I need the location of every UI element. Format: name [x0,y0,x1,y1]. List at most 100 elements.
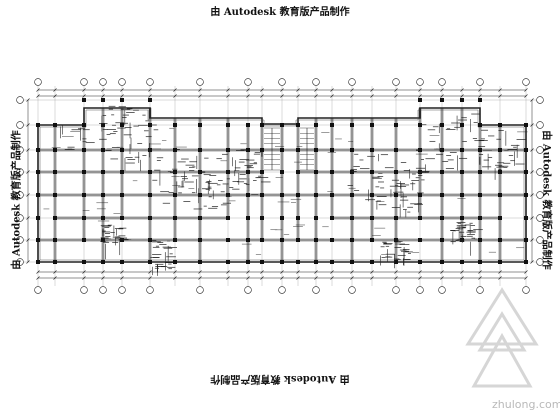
column [246,216,250,220]
dimension-tick [478,88,482,92]
dimension-tick [314,276,318,280]
column [82,216,86,220]
column [440,98,444,102]
dimension-tick [460,88,464,92]
dimension-tick [53,276,57,280]
column [524,216,528,220]
dimension-tick [280,276,284,280]
column [198,216,202,220]
column [82,238,86,242]
column [260,238,264,242]
dimension-tick [101,94,105,98]
dimension-tick [26,170,30,174]
rebar-annotations [43,105,528,276]
dimension-tick [82,94,86,98]
axis-bubble [416,286,424,294]
dimension-tick [370,276,374,280]
column [478,170,482,174]
dimension-tick [478,270,482,274]
column [246,238,250,242]
dimension-tick [280,270,284,274]
zhulong-logo-icon [462,286,542,400]
axis-bubble [312,78,320,86]
column [524,148,528,152]
dimension-tick [226,94,230,98]
axis-bubble [416,78,424,86]
column [524,238,528,242]
column [36,193,40,197]
dimension-tick [53,94,57,98]
column [280,238,284,242]
column [440,260,444,264]
dimension-tick [440,276,444,280]
dimension-tick [246,94,250,98]
column [478,123,482,127]
column [101,98,105,102]
column [101,238,105,242]
dimension-tick [101,88,105,92]
dimension-tick [173,88,177,92]
column [498,170,502,174]
column [498,193,502,197]
column [460,170,464,174]
dimension-tick [330,88,334,92]
dimension-tick [370,94,374,98]
column [370,148,374,152]
column [498,260,502,264]
column [280,123,284,127]
column [82,98,86,102]
column [53,216,57,220]
axis-bubble [278,78,286,86]
axis-bubble [348,78,356,86]
column [394,260,398,264]
column [101,170,105,174]
column [246,193,250,197]
column [418,193,422,197]
column [330,238,334,242]
column [478,98,482,102]
axis-bubble [536,236,544,244]
column [226,148,230,152]
axis-bubble [146,286,154,294]
axis-bubble [16,96,24,104]
column [120,216,124,220]
dimension-tick [314,270,318,274]
dimension-tick [246,270,250,274]
column [148,238,152,242]
column [53,170,57,174]
column [82,170,86,174]
column [82,148,86,152]
axis-bubble [476,286,484,294]
dimension-tick [498,94,502,98]
axis-bubble [196,286,204,294]
column [82,260,86,264]
axis-bubble [99,286,107,294]
axis-bubble [196,78,204,86]
axis-bubble [146,78,154,86]
dimension-tick [101,270,105,274]
column [148,193,152,197]
column [82,193,86,197]
column [36,260,40,264]
column [53,238,57,242]
column [440,148,444,152]
dimension-tick [498,276,502,280]
dimension-tick [148,276,152,280]
column [173,260,177,264]
dimension-tick [418,94,422,98]
column [120,148,124,152]
dimension-tick [246,276,250,280]
dimension-tick [120,270,124,274]
dimension-tick [246,88,250,92]
dimension-tick [330,94,334,98]
dimension-tick [418,270,422,274]
column [498,238,502,242]
column [478,260,482,264]
axis-bubble [244,78,252,86]
dimension-tick [530,216,534,220]
watermark-top: 由 Autodesk 教育版产品制作 [210,7,350,18]
dimension-tick [36,270,40,274]
dimension-tick [26,148,30,152]
dimension-tick [530,148,534,152]
